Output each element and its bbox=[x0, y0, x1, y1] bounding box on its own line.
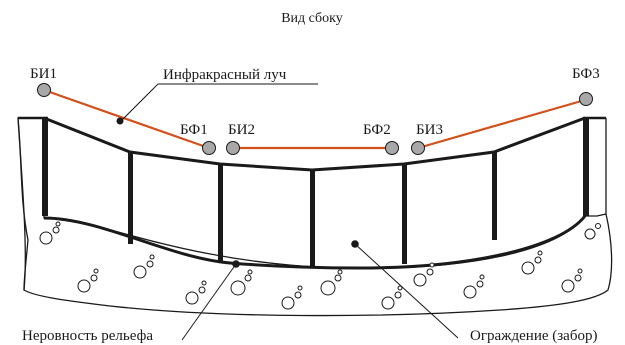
sensor-label-bf1: БФ1 bbox=[180, 122, 208, 138]
annotation-infrared-beam: Инфракрасный луч bbox=[163, 67, 287, 83]
fence-post-right bbox=[583, 118, 589, 216]
annotation-terrain: Неровность рельефа bbox=[22, 328, 153, 344]
fence-post bbox=[310, 170, 315, 268]
callout-leader-fence bbox=[354, 243, 459, 339]
sensor-label-bf3: БФ3 bbox=[572, 66, 600, 82]
fence-post bbox=[128, 152, 133, 244]
ground-stones bbox=[39, 221, 601, 310]
sensor-bi3 bbox=[411, 141, 425, 155]
fence-post bbox=[492, 152, 497, 240]
infrared-beam-3 bbox=[417, 98, 586, 150]
sensor-bf1 bbox=[202, 141, 216, 155]
sensor-bi2 bbox=[226, 141, 240, 155]
fence-post bbox=[218, 164, 223, 262]
fence-top-rail bbox=[43, 116, 586, 172]
sensor-bf2 bbox=[385, 141, 399, 155]
sensor-bi1 bbox=[37, 83, 51, 97]
sensor-bf3 bbox=[579, 92, 593, 106]
callout-dot-beam bbox=[116, 117, 124, 125]
fence-post-left bbox=[42, 118, 48, 216]
fence-post bbox=[402, 164, 407, 264]
sensor-label-bi2: БИ2 bbox=[228, 122, 255, 138]
callout-leader-beam bbox=[119, 83, 159, 123]
infrared-beam-1 bbox=[43, 88, 210, 150]
sensors bbox=[37, 83, 593, 155]
callout-leader-terrain bbox=[181, 263, 237, 341]
sensor-label-bi1: БИ1 bbox=[30, 66, 57, 82]
sensor-label-bf2: БФ2 bbox=[363, 122, 391, 138]
ground-left-edge bbox=[17, 117, 29, 291]
sensor-label-bi3: БИ3 bbox=[416, 122, 443, 138]
diagram-title: Вид сбоку bbox=[281, 11, 343, 26]
annotation-fence: Ограждение (забор) bbox=[470, 328, 597, 344]
